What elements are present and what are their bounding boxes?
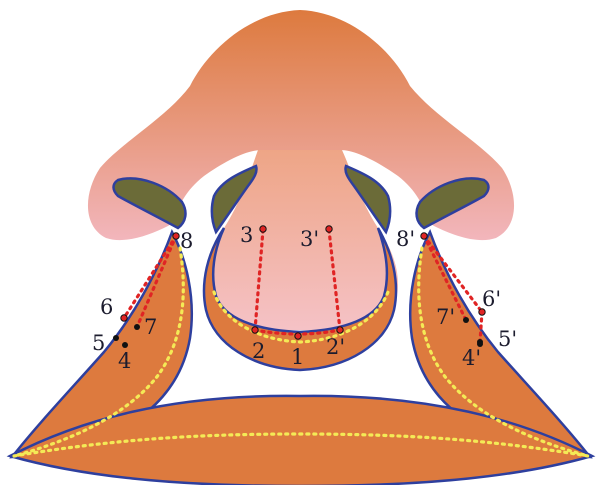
point-1 [295, 333, 301, 339]
label-4: 4 [118, 349, 131, 373]
point-3 [260, 226, 266, 232]
label-6p: 6' [482, 287, 501, 311]
label-4p: 4' [462, 346, 481, 370]
point-6 [121, 315, 127, 321]
label-2: 2 [252, 339, 265, 363]
point-3p [326, 226, 332, 232]
point-5 [113, 335, 119, 341]
label-8p: 8' [396, 227, 415, 251]
label-7p: 7' [436, 305, 455, 329]
point-7p [463, 317, 469, 323]
label-2p: 2' [326, 335, 345, 359]
point-4 [122, 342, 128, 348]
point-8 [173, 233, 179, 239]
label-8: 8 [180, 229, 193, 253]
label-6: 6 [100, 295, 113, 319]
label-3: 3 [240, 223, 253, 247]
label-3p: 3' [300, 227, 319, 251]
label-7: 7 [144, 315, 157, 339]
point-8p [421, 233, 427, 239]
label-5: 5 [92, 331, 105, 355]
point-2 [252, 327, 258, 333]
point-7 [134, 324, 140, 330]
point-2p [337, 327, 343, 333]
label-1: 1 [291, 345, 304, 369]
label-5p: 5' [498, 327, 517, 351]
